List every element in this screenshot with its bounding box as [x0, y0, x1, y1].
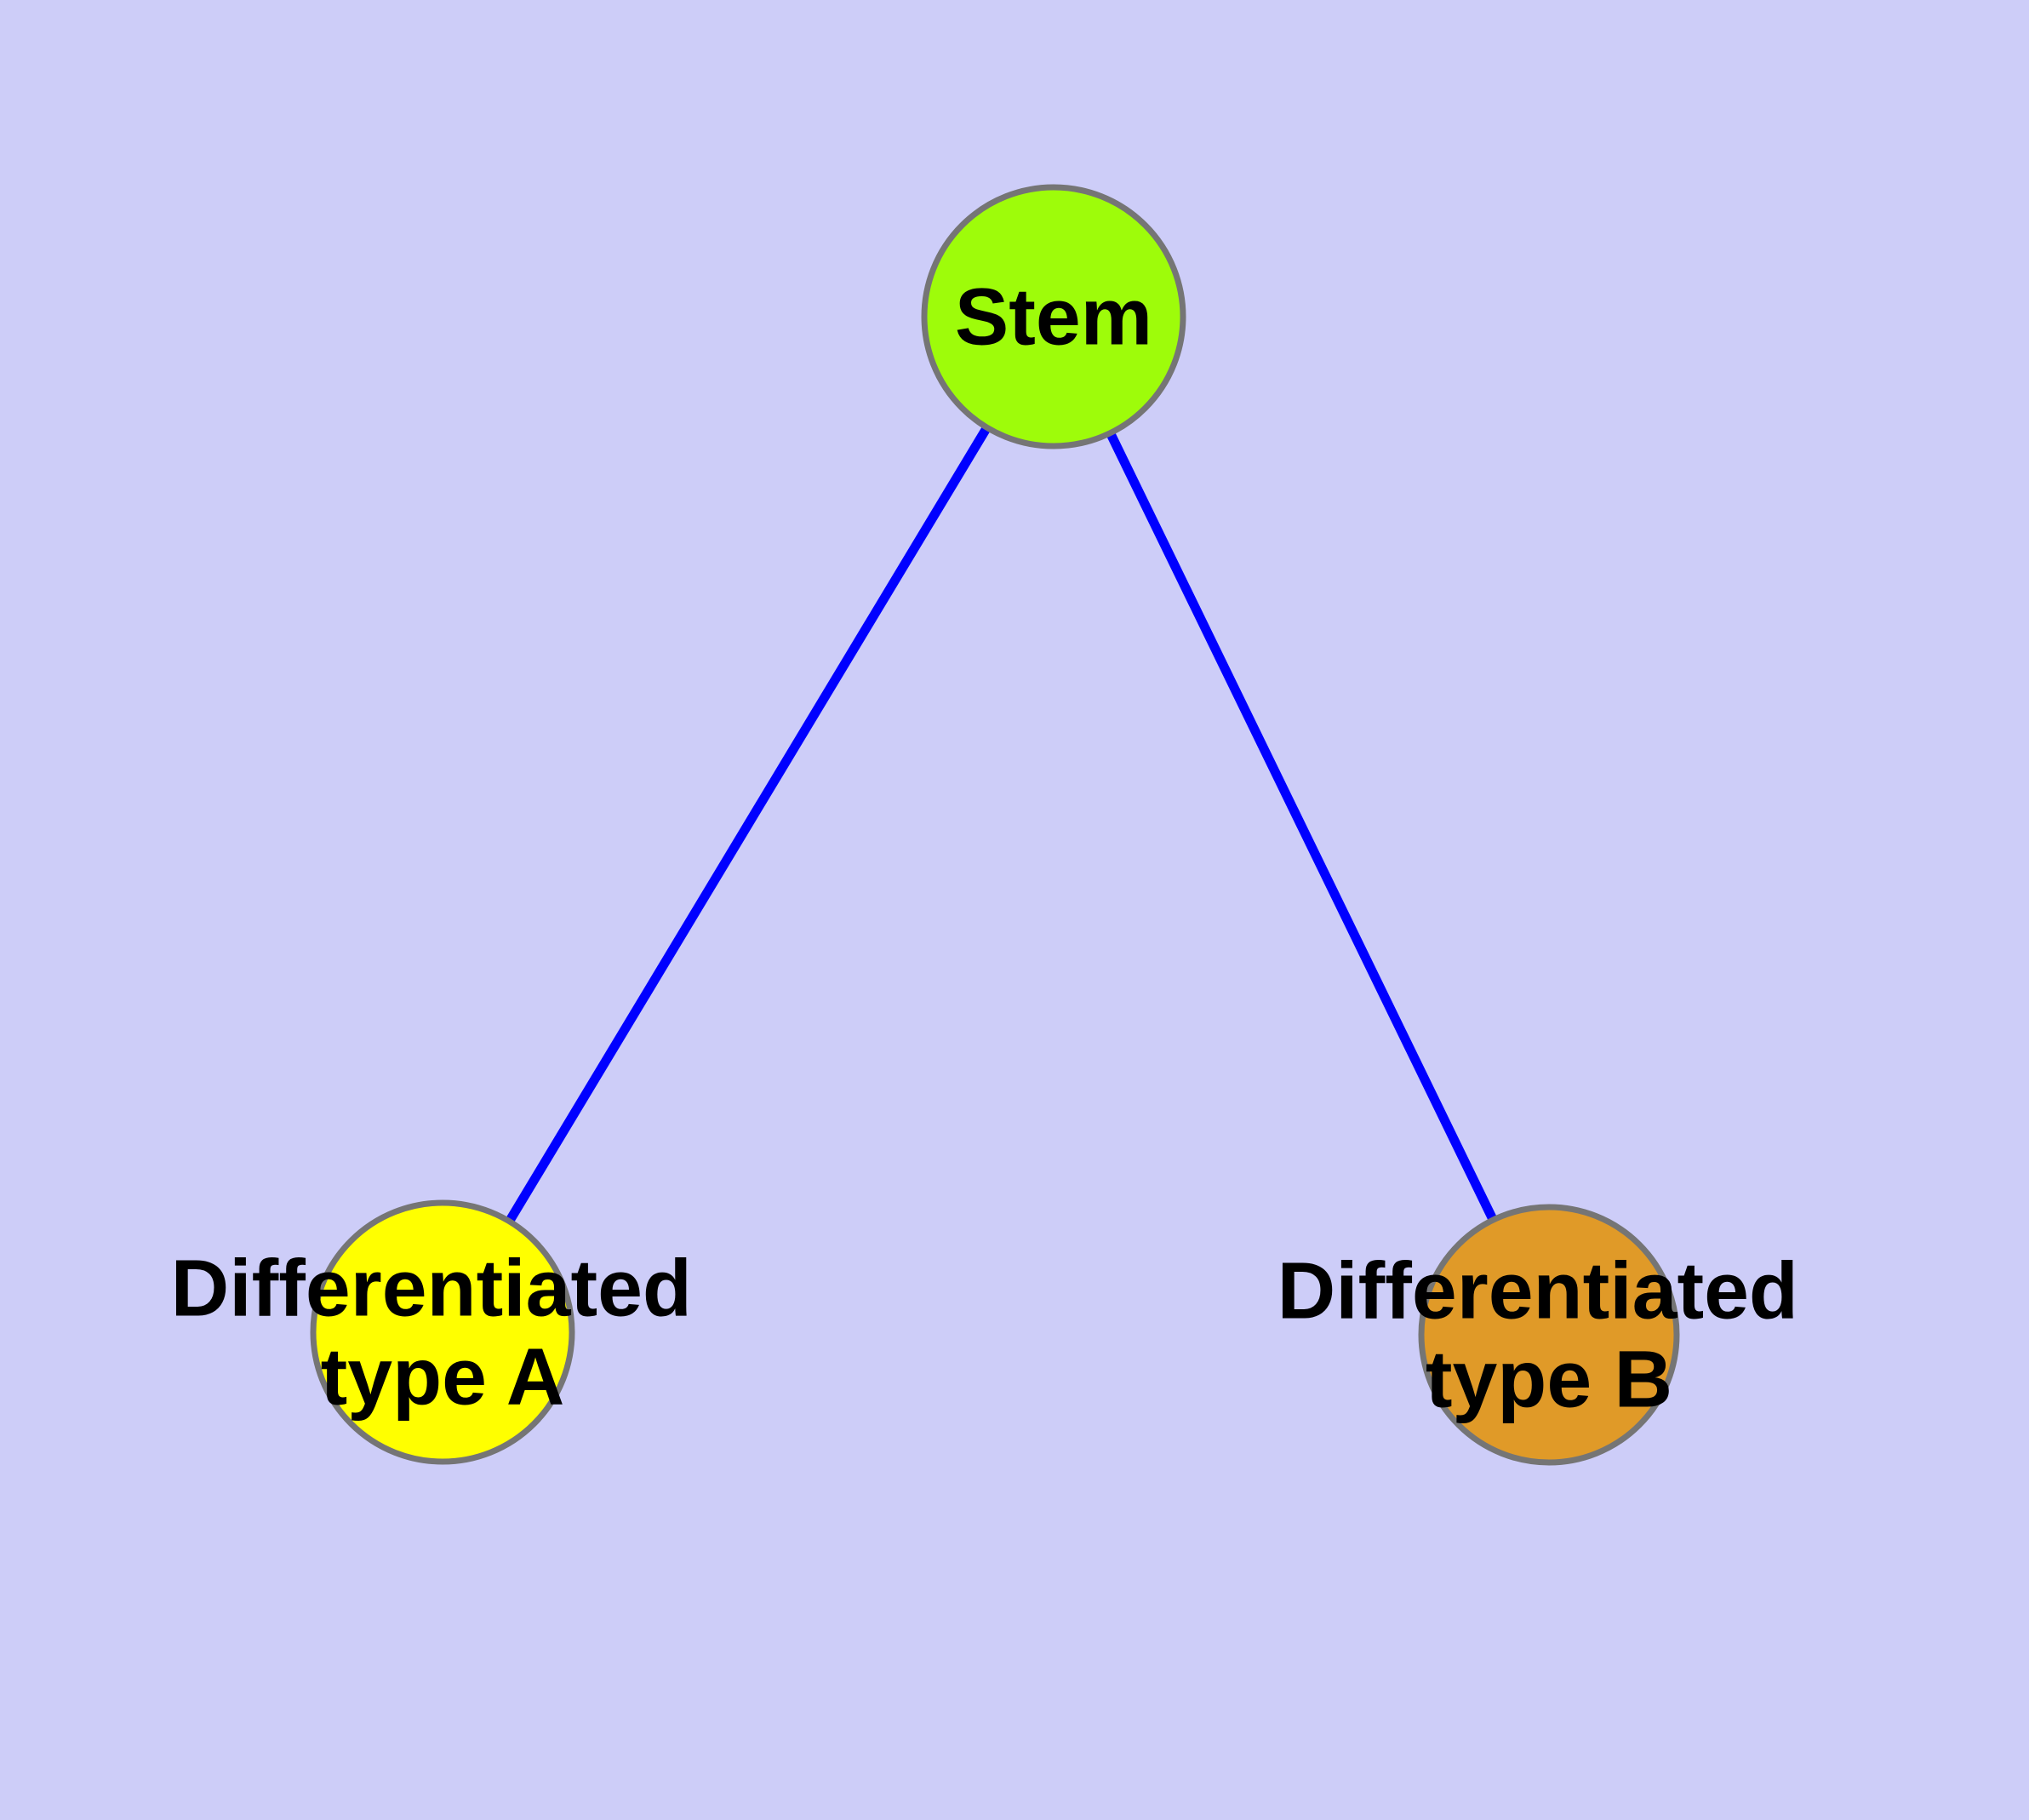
node-stem[interactable] [921, 184, 1186, 449]
node-differentiated-type-a[interactable] [310, 1199, 575, 1465]
label-layer: Stem Differentiated type A Differentiate… [171, 272, 1821, 1424]
edge-stem-to-type-a[interactable] [503, 421, 993, 1228]
node-differentiated-type-b-label-line-2: type B [1426, 1334, 1672, 1424]
node-stem-circle[interactable] [921, 184, 1186, 449]
node-differentiated-type-b[interactable] [1418, 1204, 1680, 1466]
node-differentiated-type-b-label-line-1: Differentiated [1277, 1245, 1798, 1336]
node-differentiated-type-a-circle[interactable] [310, 1199, 575, 1465]
node-differentiated-type-a-label-line-2: type A [321, 1331, 565, 1422]
node-differentiated-type-a-label-line-1: Differentiated [171, 1243, 692, 1333]
edge-stem-to-type-b[interactable] [1104, 427, 1500, 1226]
node-layer [310, 184, 1680, 1466]
node-differentiated-type-b-label: Differentiated type B [1277, 1245, 1821, 1424]
node-stem-label: Stem [955, 272, 1152, 362]
node-differentiated-type-b-circle[interactable] [1418, 1204, 1680, 1466]
node-stem-label-line-1: Stem [955, 272, 1152, 362]
node-differentiated-type-a-label: Differentiated type A [171, 1243, 715, 1422]
edge-layer [503, 421, 1500, 1228]
